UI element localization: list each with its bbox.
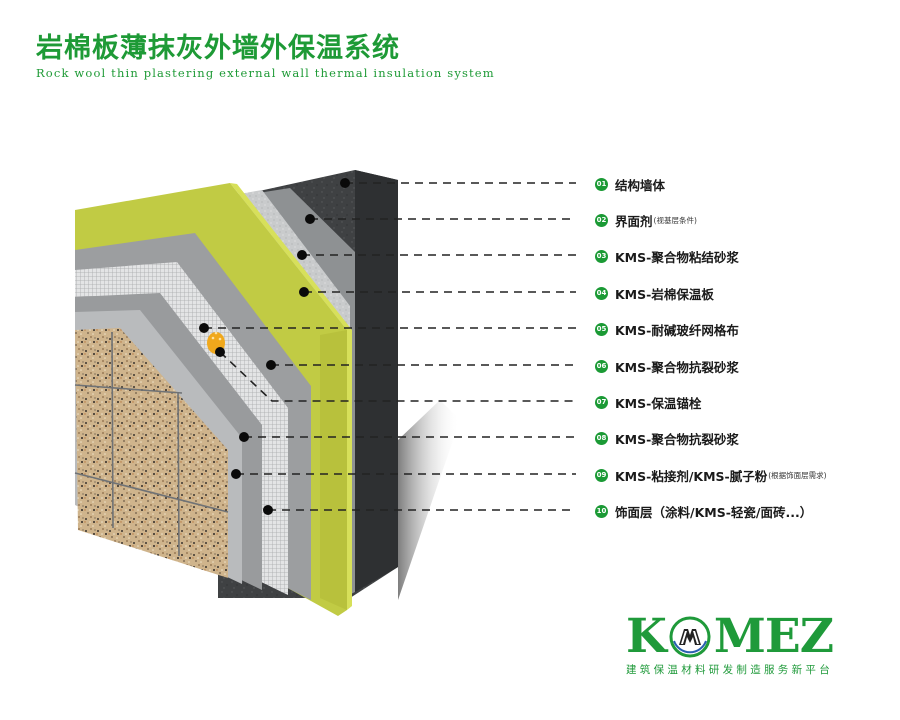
number-badge: 03 [595,249,608,263]
layer-label-01: 01 结构墙体 [595,174,665,194]
logo-o-emblem-icon [669,616,711,658]
layer-structural-wall-side [355,170,398,592]
logo-letter-z: Z [799,609,834,664]
logo-wordmark: K M E Z [626,609,834,664]
layer-name: 结构墙体 [615,177,666,193]
layer-note: (根据饰面层需求) [768,470,827,480]
page-subtitle: Rock wool thin plastering external wall … [36,66,495,80]
number-badge: 05 [595,322,608,336]
layer-name: KMS-聚合物抗裂砂浆 [615,431,739,447]
number-badge: 10 [595,504,608,518]
layer-name: KMS-耐碱玻纤网格布 [615,322,739,338]
komez-logo: K M E Z 建筑保温材料研发制造服务新平台 [626,612,856,682]
wall-shadow [398,400,460,600]
number-badge: 08 [595,431,608,445]
layer-name: KMS-聚合物抗裂砂浆 [615,359,739,375]
layer-name: KMS-聚合物粘结砂浆 [615,249,739,265]
layer-name: 饰面层（涂料/KMS-轻瓷/面砖...） [615,504,813,520]
layer-name: KMS-粘接剂/KMS-腻子粉 [615,468,768,484]
number-badge: 02 [595,213,608,227]
layer-label-07: 07 KMS-保温锚栓 [595,392,701,412]
layer-label-09: 09 KMS-粘接剂/KMS-腻子粉 (根据饰面层需求) [595,465,827,485]
layer-label-10: 10 饰面层（涂料/KMS-轻瓷/面砖...） [595,501,812,521]
layer-name: KMS-保温锚栓 [615,395,702,411]
layer-note: (视基层条件) [653,215,697,225]
layer-label-04: 04 KMS-岩棉保温板 [595,283,714,303]
number-badge: 07 [595,395,608,409]
number-badge: 04 [595,286,608,300]
leader-dots [199,178,350,515]
leader-lines [204,182,576,511]
layer-label-05: 05 KMS-耐碱玻纤网格布 [595,319,739,339]
logo-letter-k: K [626,609,667,664]
layer-label-08: 08 KMS-聚合物抗裂砂浆 [595,428,739,448]
layer-rock-wool-face [320,330,347,610]
tile-grout-lines [74,331,229,557]
page-title: 岩棉板薄抹灰外墙外保温系统 [36,33,400,64]
logo-letter-m: M [713,609,766,664]
layer-name: 界面剂 [615,213,653,229]
layer-label-03: 03 KMS-聚合物粘结砂浆 [595,246,739,266]
number-badge: 01 [595,177,608,191]
logo-letter-e: E [764,609,801,664]
logo-tagline: 建筑保温材料研发制造服务新平台 [626,664,833,676]
number-badge: 06 [595,359,608,373]
layer-name: KMS-岩棉保温板 [615,286,714,302]
layer-label-06: 06 KMS-聚合物抗裂砂浆 [595,356,739,376]
layer-label-02: 02 界面剂 (视基层条件) [595,210,697,230]
number-badge: 09 [595,468,608,482]
